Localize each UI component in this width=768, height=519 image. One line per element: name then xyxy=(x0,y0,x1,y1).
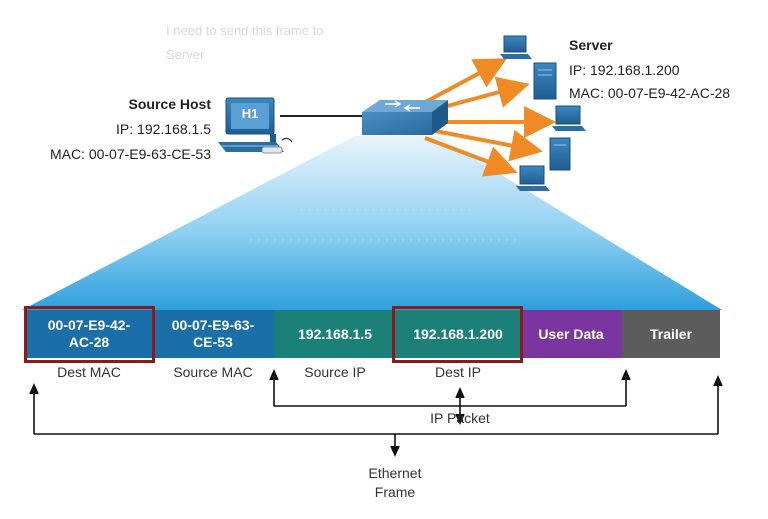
dest-mac-line1: 00-07-E9-42- xyxy=(47,317,131,333)
remote-computer-icon xyxy=(516,165,550,191)
trailer-label: Trailer xyxy=(649,325,693,342)
user-data-label: User Data xyxy=(538,325,604,342)
source-host-mac: MAC: 00-07-E9-63-CE-53 xyxy=(49,146,211,162)
dest-ip-highlight xyxy=(392,306,523,363)
thought-text: Server xyxy=(166,47,205,62)
source-ip-field: 192.168.1.5 xyxy=(274,310,396,358)
source-mac-field: 00-07-E9-63-CE-53 xyxy=(152,310,274,358)
ethernet-frame-bracket xyxy=(29,375,723,457)
user-data-field: User Data xyxy=(520,310,622,358)
server-mac: MAC: 00-07-E9-42-AC-28 xyxy=(569,85,731,101)
source-mac-line2: CE-53 xyxy=(193,334,233,350)
remote-computer-icon xyxy=(500,35,532,59)
dest-ip-value: 192.168.1.200 xyxy=(413,325,503,342)
dest-ip-field: 192.168.1.200 xyxy=(396,310,520,358)
source-ip-label: Source IP xyxy=(304,364,366,380)
dest-mac-highlight xyxy=(24,306,155,363)
thought-text: I need to send this frame to xyxy=(166,23,324,38)
zoom-fan xyxy=(22,136,722,310)
dest-mac-field: 00-07-E9-42-AC-28 xyxy=(26,310,152,358)
dest-mac-line2: AC-28 xyxy=(68,334,110,350)
server-tower-icon xyxy=(533,62,557,100)
dest-ip-label: Dest IP xyxy=(435,364,481,380)
ip-packet-label: IP Packet xyxy=(430,410,490,426)
switch-icon xyxy=(362,100,448,135)
source-host-ip: IP: 192.168.1.5 xyxy=(116,121,211,137)
source-ip-value: 192.168.1.5 xyxy=(298,325,372,342)
trailer-field: Trailer xyxy=(622,310,720,358)
server-ip: IP: 192.168.1.200 xyxy=(569,62,680,78)
ethernet-frame-label-line2: Frame xyxy=(374,484,416,500)
source-mac-label: Source MAC xyxy=(173,364,253,380)
fan-texture xyxy=(250,209,520,241)
source-host-title: Source Host xyxy=(128,96,211,112)
server-title: Server xyxy=(569,37,613,53)
server-tower-icon xyxy=(549,137,571,171)
remote-computer-icon xyxy=(552,105,586,131)
host-badge: H1 xyxy=(241,106,259,121)
ethernet-frame-label-line1: Ethernet xyxy=(368,465,422,481)
source-mac-line1: 00-07-E9-63- xyxy=(171,317,255,333)
dest-mac-label: Dest MAC xyxy=(57,364,121,380)
ip-packet-bracket xyxy=(269,369,631,425)
source-host-computer-icon xyxy=(218,97,293,154)
